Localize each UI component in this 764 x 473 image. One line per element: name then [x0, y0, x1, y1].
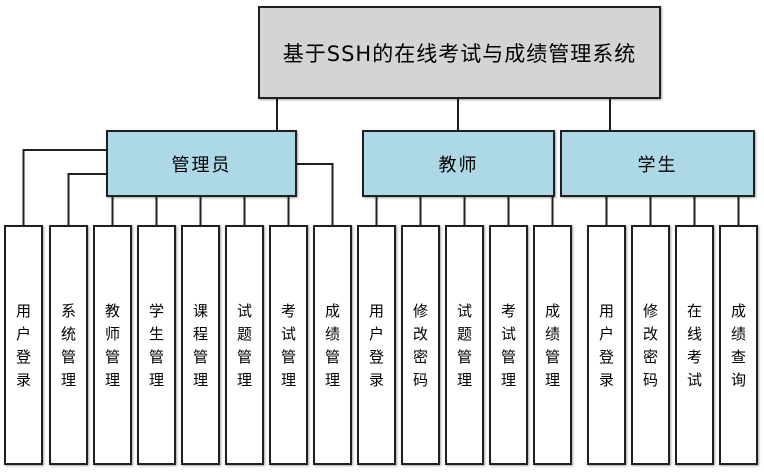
- branch-student-label: 学生: [637, 154, 678, 176]
- leaf-label: 试题管理: [235, 303, 253, 395]
- branch-admin-label: 管理员: [171, 154, 232, 176]
- node-admin-exam-mgmt: 考试管理: [269, 225, 308, 465]
- node-admin-score-mgmt: 成绩管理: [313, 225, 352, 465]
- leaf-label: 考试管理: [279, 303, 297, 395]
- leaf-label: 用户登录: [367, 303, 385, 395]
- node-admin-user-login: 用户登录: [4, 225, 43, 465]
- node-student-change-password: 修改密码: [631, 225, 670, 465]
- branch-node-teacher: 教师: [362, 130, 555, 197]
- node-admin-question-mgmt: 试题管理: [225, 225, 264, 465]
- leaf-label: 用户登录: [597, 303, 615, 395]
- node-student-user-login: 用户登录: [587, 225, 626, 465]
- leaf-label: 成绩管理: [323, 303, 341, 395]
- leaf-label: 学生管理: [147, 303, 165, 395]
- node-teacher-question-mgmt: 试题管理: [445, 225, 484, 465]
- root-node-system-title: 基于SSH的在线考试与成绩管理系统: [258, 6, 661, 99]
- branch-node-student: 学生: [560, 130, 755, 197]
- leaf-label: 成绩管理: [543, 303, 561, 395]
- leaf-label: 系统管理: [59, 303, 77, 395]
- node-teacher-user-login: 用户登录: [357, 225, 396, 465]
- node-admin-student-mgmt: 学生管理: [137, 225, 176, 465]
- node-admin-course-mgmt: 课程管理: [181, 225, 220, 465]
- leaf-label: 试题管理: [455, 303, 473, 395]
- node-admin-teacher-mgmt: 教师管理: [93, 225, 132, 465]
- leaf-label: 教师管理: [103, 303, 121, 395]
- node-student-score-query: 成绩查询: [719, 225, 758, 465]
- branch-teacher-label: 教师: [438, 154, 479, 176]
- node-student-online-exam: 在线考试: [675, 225, 714, 465]
- leaf-label: 用户登录: [14, 303, 32, 395]
- node-teacher-change-password: 修改密码: [401, 225, 440, 465]
- node-teacher-score-mgmt: 成绩管理: [533, 225, 572, 465]
- leaf-label: 课程管理: [191, 303, 209, 395]
- leaf-label: 考试管理: [499, 303, 517, 395]
- leaf-label: 修改密码: [641, 303, 659, 395]
- branch-node-admin: 管理员: [106, 130, 297, 197]
- node-admin-system-mgmt: 系统管理: [49, 225, 88, 465]
- leaf-label: 修改密码: [411, 303, 429, 395]
- leaf-label: 成绩查询: [729, 303, 747, 395]
- node-teacher-exam-mgmt: 考试管理: [489, 225, 528, 465]
- root-node-label: 基于SSH的在线考试与成绩管理系统: [282, 41, 637, 66]
- leaf-label: 在线考试: [685, 303, 703, 395]
